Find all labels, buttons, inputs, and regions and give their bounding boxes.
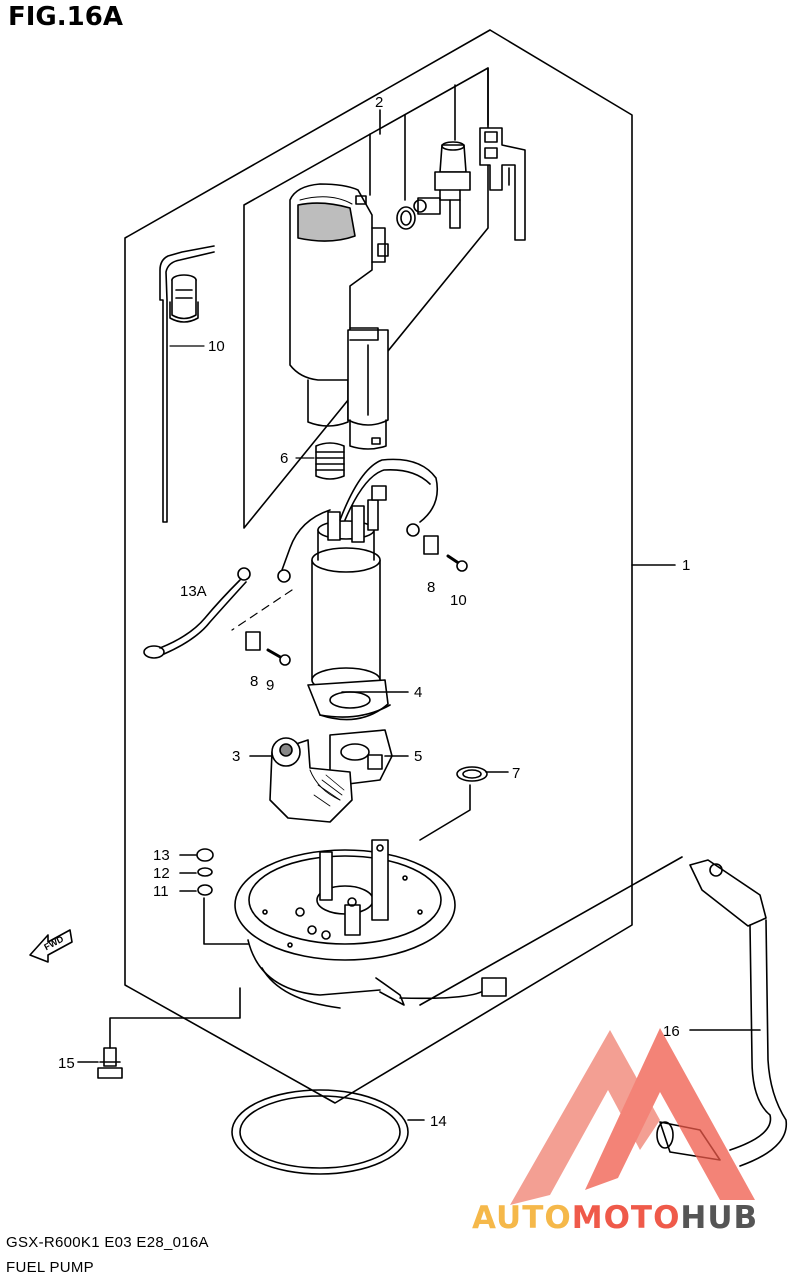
callout-6: 6 <box>280 450 288 467</box>
fuel-filter-housing <box>289 183 389 450</box>
callout-13: 13 <box>153 847 170 864</box>
callout-3: 3 <box>232 748 240 765</box>
callout-8-left: 8 <box>250 673 258 690</box>
callout-4: 4 <box>414 684 422 701</box>
o-ring-small <box>396 206 416 230</box>
watermark-moto: MOTO <box>571 1200 681 1236</box>
spring <box>295 442 345 480</box>
fuel-level-sensor <box>159 245 215 523</box>
callout-1: 1 <box>682 557 690 574</box>
nut-8-right <box>423 535 439 555</box>
callout-9: 9 <box>266 677 274 694</box>
callout-10-sensor: 10 <box>208 338 225 355</box>
callout-16: 16 <box>663 1023 680 1040</box>
callout-15: 15 <box>58 1055 75 1072</box>
fuel-strainer <box>269 737 353 823</box>
callout-8-right: 8 <box>427 579 435 596</box>
assembly-outline <box>124 29 633 1104</box>
watermark-hub: HUB <box>680 1200 759 1236</box>
pump-cushion <box>307 679 391 721</box>
washer-12 <box>197 867 213 877</box>
watermark-text: AUTOMOTOHUB <box>472 1200 758 1236</box>
o-ring-7 <box>456 766 488 782</box>
screw-9 <box>266 648 291 666</box>
screw-10 <box>446 554 468 572</box>
connector-bracket <box>479 127 526 241</box>
callout-11: 11 <box>153 883 169 900</box>
washer-11 <box>197 884 213 896</box>
nut-13 <box>196 848 214 862</box>
subassembly-outline <box>243 67 489 529</box>
callout-7: 7 <box>512 765 520 782</box>
forward-arrow-icon <box>29 929 73 963</box>
figure-title: FIG.16A <box>8 2 123 32</box>
pump-base-plate <box>234 839 507 1009</box>
callout-14: 14 <box>430 1113 447 1130</box>
callout-5: 5 <box>414 748 422 765</box>
callout-10-screw: 10 <box>450 592 467 609</box>
footer-section-name: FUEL PUMP <box>6 1259 94 1276</box>
callout-2: 2 <box>375 94 383 111</box>
nut-8-left <box>245 631 261 651</box>
callout-12: 12 <box>153 865 170 882</box>
watermark-auto: AUTO <box>472 1200 572 1236</box>
bolt-15 <box>97 1047 123 1079</box>
watermark-logo <box>510 1028 755 1205</box>
pressure-regulator <box>413 141 471 229</box>
lead-wire-13a <box>143 567 251 659</box>
gasket-14 <box>231 1089 409 1175</box>
fuel-pump-motor <box>277 458 439 693</box>
footer-model-line: GSX-R600K1 E03 E28_016A <box>6 1234 209 1251</box>
callout-13a: 13A <box>180 583 207 600</box>
